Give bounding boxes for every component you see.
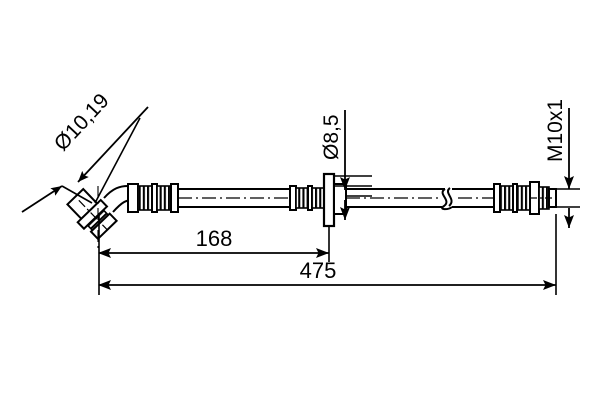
dimension-168-label: 168 (196, 226, 233, 251)
hose-body-right-segment (346, 187, 494, 211)
dimension-168: 168 (98, 215, 330, 295)
dimension-475-label: 475 (300, 258, 337, 283)
right-end-fitting (493, 181, 557, 215)
hose-body-left-segment (178, 188, 290, 208)
center-mounting-bracket (322, 172, 372, 228)
left-diameter-label: Ø10,19 (50, 89, 114, 155)
callout-right-thread: M10x1 (544, 99, 580, 228)
callout-center-diameter: Ø8,5 (320, 110, 350, 220)
center-diameter-label: Ø8,5 (320, 114, 343, 160)
hose-assembly (66, 172, 557, 250)
hose-break-symbol (441, 187, 453, 211)
left-crimp-collar (127, 183, 179, 213)
mid-crimp-collar (289, 185, 325, 211)
right-thread-label: M10x1 (544, 99, 567, 162)
dimension-475: 475 (98, 214, 557, 295)
